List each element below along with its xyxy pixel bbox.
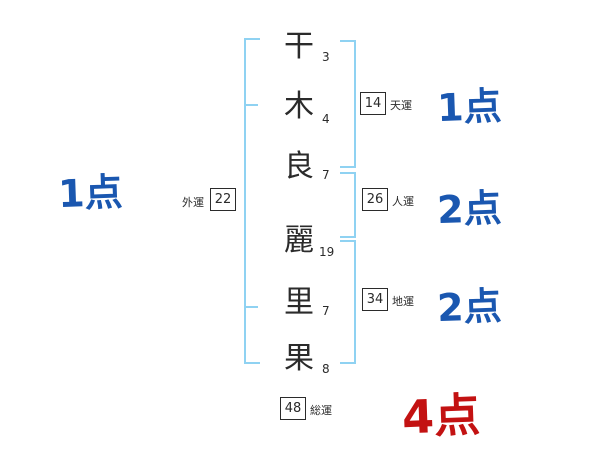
outer-luck-value-box: 22 [210,188,236,211]
person-luck-bracket [340,172,356,238]
name-char: 木 [284,89,314,124]
outer-luck-bracket [244,38,260,364]
heaven-luck-value-box: 14 [360,92,386,115]
total-luck-score: 4点 [401,387,482,445]
name-char: 里 [284,285,314,320]
earth-luck-bracket [340,240,356,364]
earth-luck-value-box: 34 [362,288,388,311]
outer-luck-label: 外運 [182,196,204,209]
heaven-luck-score: 1点 [436,83,503,131]
name-char: 果 [284,341,314,376]
heaven-luck-label: 天運 [390,99,412,112]
earth-luck-label: 地運 [392,295,414,308]
stroke-count: 8 [322,362,330,376]
heaven-luck-bracket [340,40,356,168]
stroke-count: 7 [322,168,330,182]
stroke-count: 19 [319,245,335,259]
outer-luck-score: 1点 [57,169,124,217]
person-luck-score: 2点 [436,185,503,233]
person-luck-label: 人運 [392,195,414,208]
bracket-tick [244,306,258,308]
stroke-count: 4 [322,112,330,126]
total-luck-value-box: 48 [280,397,306,420]
bracket-tick [244,104,258,106]
name-char: 麗 [284,223,314,258]
earth-luck-score: 2点 [436,283,503,331]
stroke-count: 7 [322,304,330,318]
person-luck-value-box: 26 [362,188,388,211]
name-char: 良 [284,149,314,184]
stroke-count: 3 [322,50,330,64]
name-char: 干 [284,29,314,64]
total-luck-label: 総運 [310,404,332,417]
